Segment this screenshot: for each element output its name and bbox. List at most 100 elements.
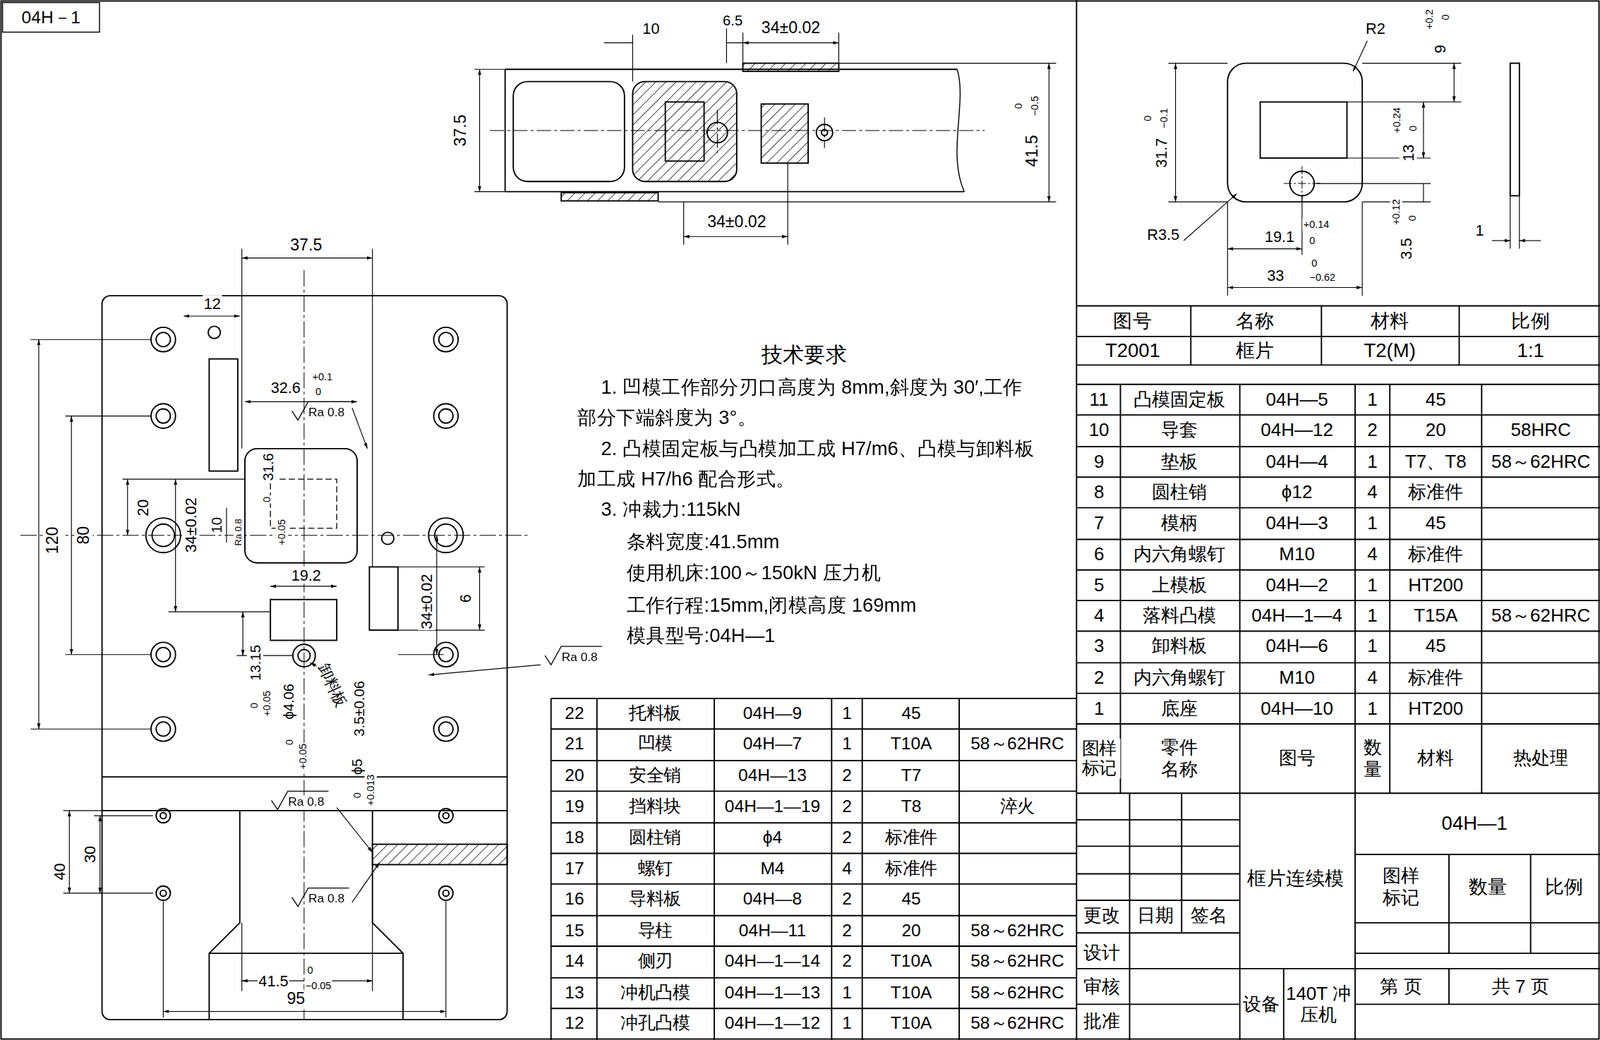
table-cell: M4: [759, 858, 786, 879]
table-cell: 04H—9: [741, 703, 803, 724]
die-plan-view: [20, 270, 531, 1020]
roughness-symbol: [271, 791, 329, 810]
frame-lines: [1076, 384, 1600, 794]
table-cell: 1:1: [1516, 339, 1545, 363]
dimension-lines: [242, 257, 373, 259]
roughness-symbol: [291, 401, 349, 420]
roughness-symbol: [544, 646, 603, 665]
die-plan-view: [438, 722, 454, 737]
roughness-label: Ra 0.8: [233, 518, 245, 547]
table-cell: 58～62HRC: [1490, 450, 1592, 473]
strip-layout: [489, 63, 985, 202]
strip-layout: [489, 110, 985, 154]
die-plan-view: [155, 886, 171, 901]
table-cell: 比例: [1510, 309, 1552, 333]
table-header: 材料: [1416, 748, 1456, 770]
table-cell: T7: [899, 765, 923, 786]
dimension-lines: [436, 535, 437, 655]
dimension-lines: [604, 42, 744, 44]
dimension-text: 41.5: [1023, 134, 1043, 168]
title-cell: 签名: [1189, 905, 1229, 927]
dimension-text: −0.05: [304, 980, 332, 993]
dimension-lines: [1048, 63, 1050, 203]
dimension-text: +0.2: [1423, 8, 1436, 31]
frame-lines: [551, 698, 1078, 1040]
dimension-text: 0: [1310, 257, 1319, 270]
table-cell: 圆柱销: [628, 827, 683, 848]
dimension-text: +0.1: [311, 371, 334, 384]
table-cell: 58～62HRC: [1490, 605, 1592, 627]
dimension-text: 3.5±0.06: [350, 680, 368, 739]
title-cell: 设备: [1242, 993, 1281, 1015]
table-cell: 2: [1092, 667, 1105, 689]
table-cell: 挡料块: [628, 796, 683, 817]
dimension-text: +0.013: [364, 773, 377, 808]
table-cell: 1: [1092, 698, 1105, 720]
dimension-lines: [352, 863, 380, 903]
table-cell: 1: [1366, 450, 1379, 473]
table-cell: 凹模: [636, 734, 674, 755]
table-cell: 18: [563, 827, 586, 848]
table-cell: HT200: [1407, 698, 1465, 720]
table-cell: 20: [563, 765, 586, 786]
table-cell: 导柱: [636, 921, 674, 941]
dimension-text: ϕ5: [348, 758, 365, 776]
table-cell: 2: [841, 952, 854, 972]
table-cell: 19: [563, 796, 586, 817]
technical-note: 2. 凸模固定板与凸模加工成 H7/m6、凸模与卸料板加工成 H7/h6 配合形…: [576, 433, 1039, 495]
table-cell: 内六角螺钉: [1132, 543, 1227, 565]
table-cell: 04H—1—13: [723, 983, 821, 1003]
table-cell: 45: [900, 889, 922, 910]
title-cell: 审核: [1082, 976, 1122, 998]
die-plan-view: [433, 717, 459, 742]
title-cell: 共 7 页: [1490, 976, 1550, 998]
table-cell: 45: [1424, 636, 1447, 658]
dimension-text: 0: [261, 496, 274, 504]
dimension-text: 6: [456, 593, 475, 605]
dimension-lines: [474, 14, 1056, 245]
table-cell: 04H—2: [1264, 574, 1329, 596]
dimension-text: 10: [208, 516, 225, 535]
title-cell: 日期: [1135, 905, 1175, 927]
table-cell: 10: [1087, 419, 1111, 442]
table-cell: 13: [563, 983, 586, 1003]
roughness-label: Ra 0.8: [560, 650, 599, 665]
dimension-text: 10: [641, 19, 661, 38]
table-cell: 58～62HRC: [969, 952, 1066, 972]
table-cell: 图号: [1112, 309, 1154, 333]
dimension-text: +0.14: [1302, 218, 1330, 231]
dimension-lines: [30, 339, 152, 730]
dimension-text: +0.05: [275, 518, 288, 547]
part-callout: 卸料板: [314, 659, 351, 711]
title-cell: 140T 冲压机: [1284, 983, 1352, 1027]
title-cell: 图样 标记: [1379, 865, 1423, 909]
dimension-text: +0.05: [261, 689, 274, 718]
table-cell: 冲孔凸模: [619, 1014, 691, 1034]
die-plan-view: [155, 647, 171, 663]
table-cell: 45: [1424, 513, 1447, 535]
table-cell: 04H—1—14: [723, 952, 821, 972]
table-cell: 4: [1092, 605, 1105, 627]
die-plan-view: [160, 890, 167, 898]
dimension-lines: [65, 416, 152, 655]
table-header: 图号: [1277, 748, 1317, 770]
dimension-text: 0: [306, 964, 315, 977]
dimension-lines: [1227, 195, 1363, 296]
table-cell: 1: [841, 1014, 854, 1034]
die-plan-view: [155, 722, 171, 737]
table-cell: 15: [563, 921, 586, 941]
table-cell: 2: [841, 889, 854, 910]
table-cell: 标准件: [884, 827, 939, 848]
part-drawing: [1227, 63, 1363, 203]
die-plan-view: [102, 295, 508, 1020]
table-cell: ϕ4: [761, 827, 783, 848]
die-plan-view: [244, 448, 358, 564]
table-cell: 04H—5: [1264, 389, 1329, 411]
table-cell: T15A: [1412, 605, 1459, 627]
table-cell: 内六角螺钉: [1132, 667, 1227, 689]
dimension-lines: [242, 611, 244, 656]
table-cell: 垫板: [1160, 450, 1200, 473]
table-cell: T2(M): [1362, 339, 1417, 363]
dimension-lines: [183, 315, 240, 317]
